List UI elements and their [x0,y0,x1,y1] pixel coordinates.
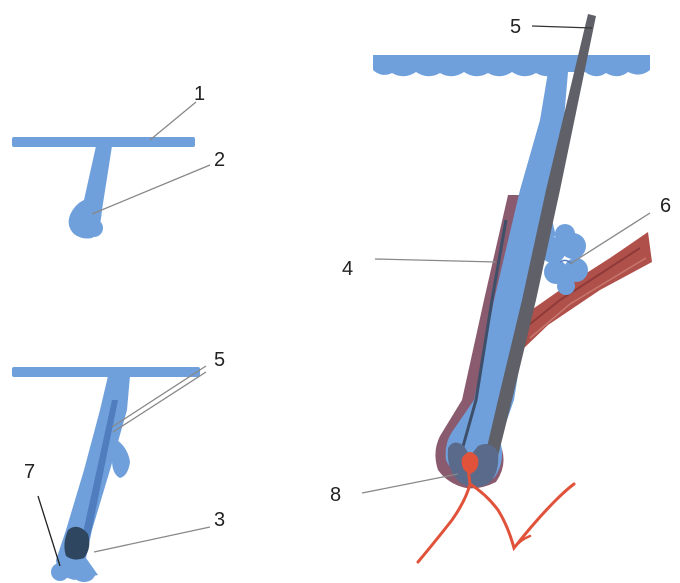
stage-2-dark-root [64,527,89,560]
callout-5: 5 [214,349,225,371]
leader-8 [362,474,458,493]
stage-1-epidermis [12,137,195,147]
leader-2 [92,165,210,214]
callout-5-right: 5 [510,16,521,38]
callout-4: 4 [342,258,353,280]
leader-1 [150,102,196,140]
leader-3 [94,527,210,552]
leader-7 [38,496,60,566]
stage-1-hair-germ [12,137,195,239]
callout-8: 8 [330,484,341,506]
blood-vessel [418,468,574,562]
leader-4 [375,259,496,262]
callout-2: 2 [214,149,225,171]
callout-1: 1 [194,83,205,105]
stage-3-epidermis [373,55,650,76]
stage-2-epidermis [12,367,200,377]
leader-5b [532,26,592,28]
callout-3: 3 [214,509,225,531]
callout-6: 6 [660,195,671,217]
callout-7: 7 [24,461,35,483]
stage-3-mature-follicle [373,14,652,562]
